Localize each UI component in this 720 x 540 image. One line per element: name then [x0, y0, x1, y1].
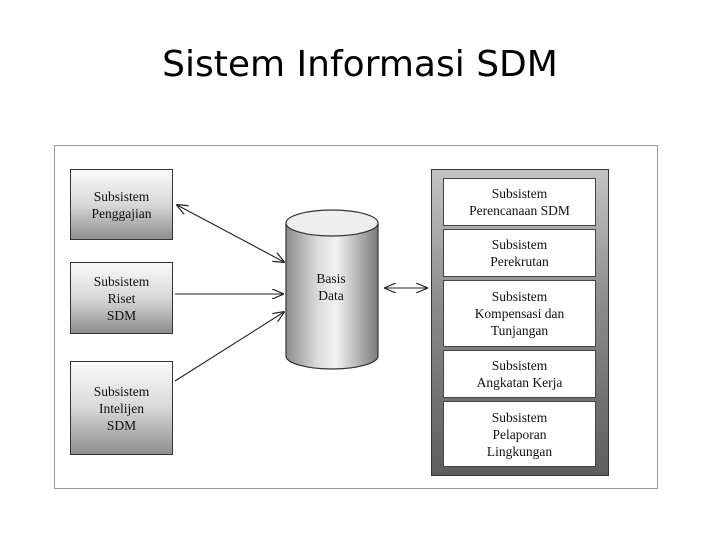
subsystem-penggajian-box: Subsistem Penggajian [70, 169, 173, 240]
subsystem-label-line: SDM [106, 417, 137, 433]
subsystem-label-line: Subsistem [491, 237, 548, 252]
subsystem-label-line: Subsistem [93, 188, 150, 204]
subsystem-label-line: Subsistem [491, 358, 548, 373]
subsystem-label-line: Perencanaan SDM [469, 203, 570, 218]
subsystem-label-line: Subsistem [491, 409, 548, 425]
arrow-intelijen-database [174, 312, 284, 382]
database-cylinder [285, 209, 379, 370]
diagram-frame: Basis Data Subsistem Penggajian Subsiste… [54, 145, 658, 489]
subsystem-label-line: Subsistem [491, 186, 548, 201]
subsystem-label-line: Angkatan Kerja [476, 375, 563, 390]
subsystem-perencanaan-box: Subsistem Perencanaan SDM [443, 178, 596, 226]
subsystem-label-line: Riset [107, 290, 136, 306]
subsystem-kompensasi-box: Subsistem Kompensasi dan Tunjangan [443, 280, 596, 347]
subsystem-label-line: Perekrutan [490, 254, 549, 269]
subsystem-label-line: Tunjangan [490, 323, 549, 338]
subsystem-label-line: SDM [106, 307, 137, 323]
database-label-line: Basis [316, 271, 346, 286]
subsystem-angkatan-kerja-box: Subsistem Angkatan Kerja [443, 350, 596, 398]
subsystem-label-line: Pelaporan [492, 426, 547, 442]
subsystem-label-line: Lingkungan [486, 443, 553, 459]
subsystem-label-line: Subsistem [93, 273, 150, 289]
subsystem-label-line: Intelijen [99, 400, 144, 416]
connector-layer [174, 146, 657, 382]
database-label: Basis Data [291, 270, 371, 304]
subsystem-label-line: Penggajian [91, 205, 152, 221]
right-subsystem-panel: Subsistem Perencanaan SDM Subsistem Pere… [431, 169, 609, 476]
database-label-line: Data [318, 288, 344, 303]
subsystem-intelijen-box: Subsistem Intelijen SDM [70, 361, 173, 455]
subsystem-label-line: Kompensasi dan [474, 306, 565, 321]
subsystem-perekrutan-box: Subsistem Perekrutan [443, 229, 596, 277]
subsystem-riset-box: Subsistem Riset SDM [70, 262, 173, 334]
page-title: Sistem Informasi SDM [162, 44, 558, 85]
subsystem-label-line: Subsistem [93, 383, 150, 399]
arrow-penggajian-database [177, 205, 284, 262]
subsystem-label-line: Subsistem [491, 289, 548, 304]
subsystem-pelaporan-box: Subsistem Pelaporan Lingkungan [443, 401, 596, 467]
